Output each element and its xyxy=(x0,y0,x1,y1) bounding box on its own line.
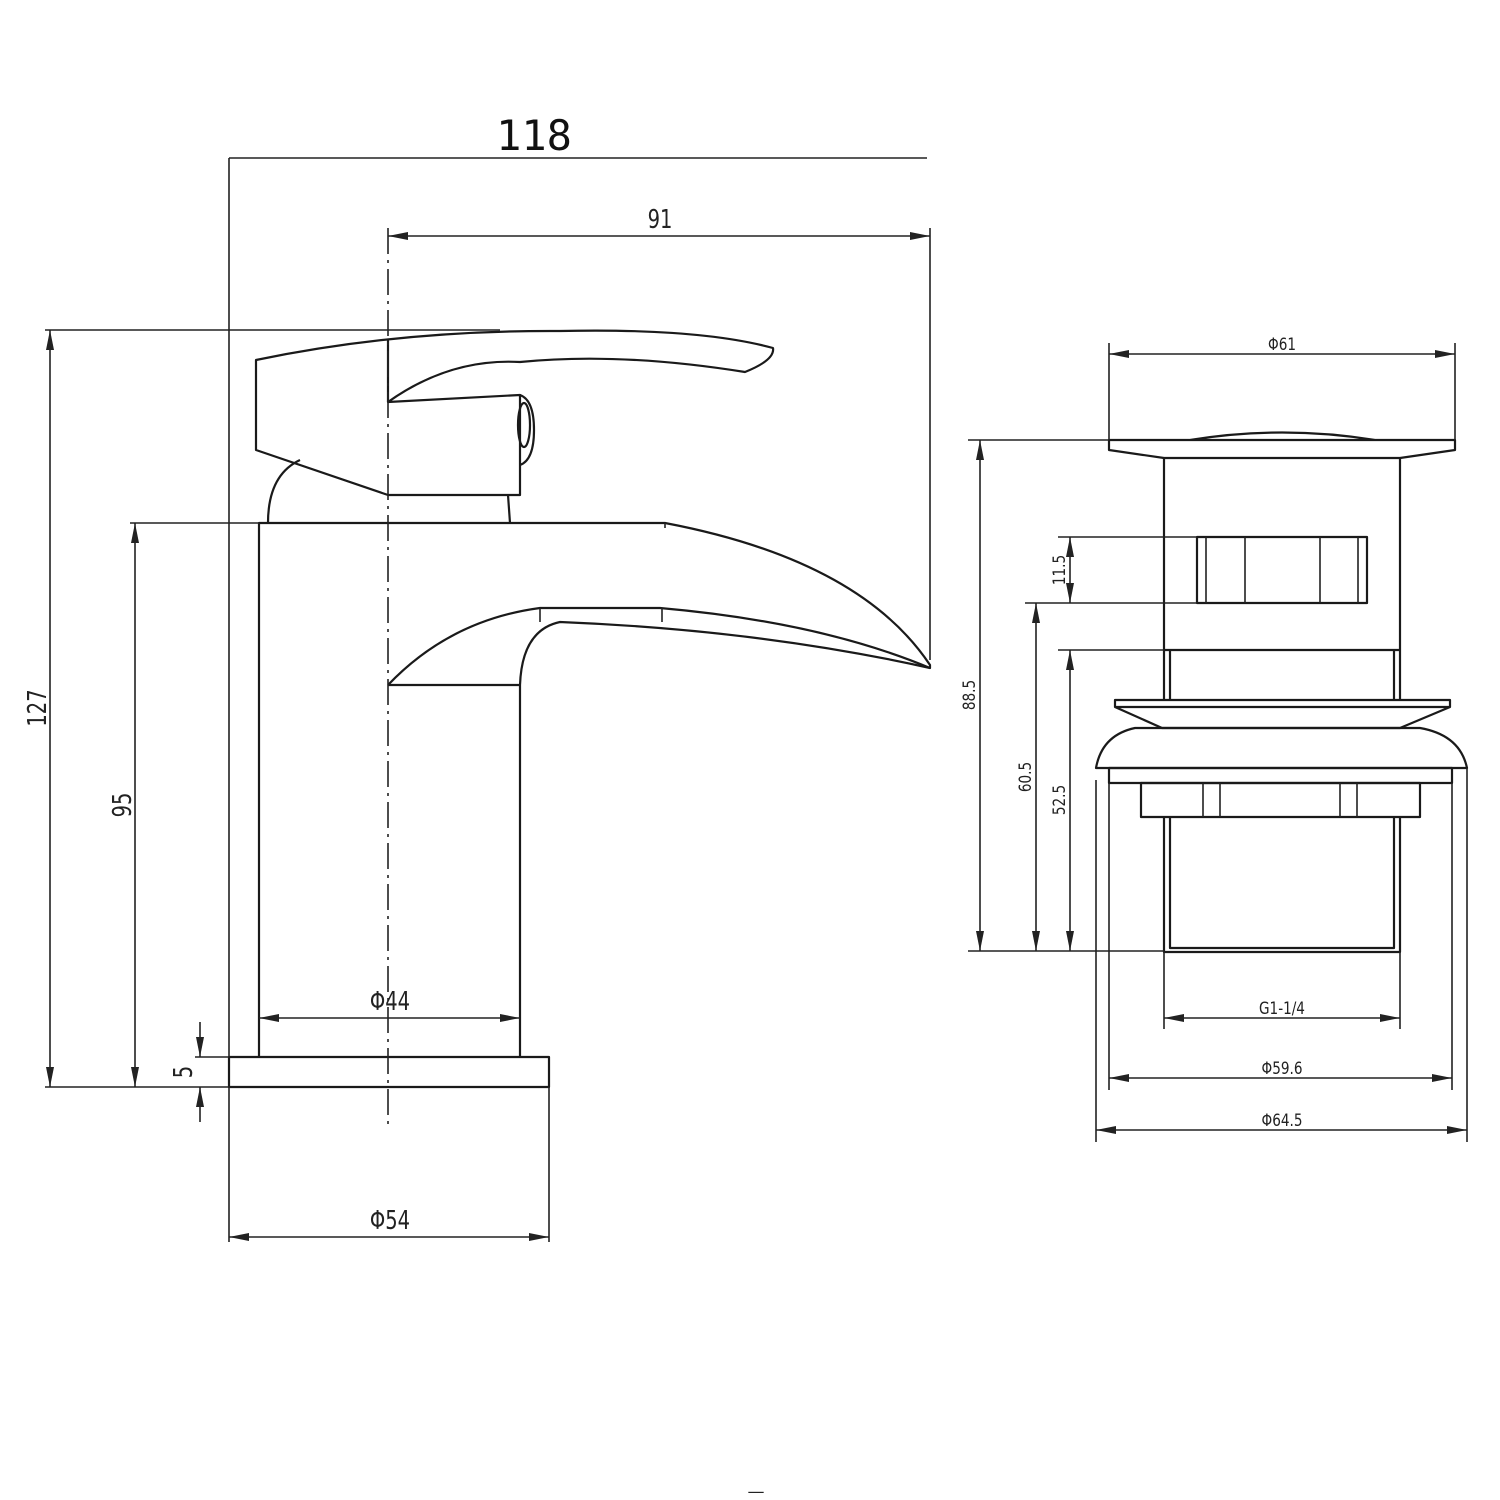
tap-body xyxy=(257,521,932,1057)
dim-overall-length: 118 xyxy=(496,111,572,160)
tap-dimensions: 118 91 127 95 5 Φ44 Φ54 xyxy=(23,111,931,1242)
dim-flange-diameter: Φ61 xyxy=(1268,335,1296,355)
waste-button xyxy=(1195,535,1369,605)
dim-body-diameter: Φ44 xyxy=(370,987,410,1016)
waste-thread xyxy=(1162,817,1402,954)
tap-lever-handle xyxy=(254,329,775,497)
waste-outline xyxy=(1094,431,1469,954)
dim-spout-height: 95 xyxy=(108,793,137,818)
dim-base-diameter: Φ54 xyxy=(370,1206,410,1235)
tap-outline xyxy=(227,329,932,1089)
dim-spout-reach: 91 xyxy=(648,205,673,234)
tap-handle-dome xyxy=(266,459,512,524)
dim-52-5: 52.5 xyxy=(1050,785,1070,815)
waste-flange xyxy=(1107,431,1457,460)
dim-60-5: 60.5 xyxy=(1016,762,1036,792)
waste-dimensions: Φ61 88.5 60.5 52.5 11.5 G1-1/4 Φ59.6 Φ64… xyxy=(960,335,1468,1142)
dim-button-height: 11.5 xyxy=(1050,555,1070,585)
waste-nut-dome xyxy=(1094,726,1469,770)
footer-mark: — xyxy=(748,1482,765,1500)
dim-waste-height: 88.5 xyxy=(960,680,980,710)
dim-diameter-64-5: Φ64.5 xyxy=(1262,1111,1303,1131)
waste-nut xyxy=(1139,781,1422,819)
dim-base-thickness: 5 xyxy=(169,1066,198,1078)
dim-overall-height: 127 xyxy=(23,689,52,726)
tap-spout-underside xyxy=(387,606,931,687)
dim-thread: G1-1/4 xyxy=(1259,999,1305,1019)
tap-handle-cap xyxy=(516,401,532,449)
tap-base-plate xyxy=(227,1055,551,1089)
dim-diameter-59-6: Φ59.6 xyxy=(1262,1059,1303,1079)
waste-body xyxy=(1162,458,1402,700)
waste-lower-flange xyxy=(1113,698,1452,730)
